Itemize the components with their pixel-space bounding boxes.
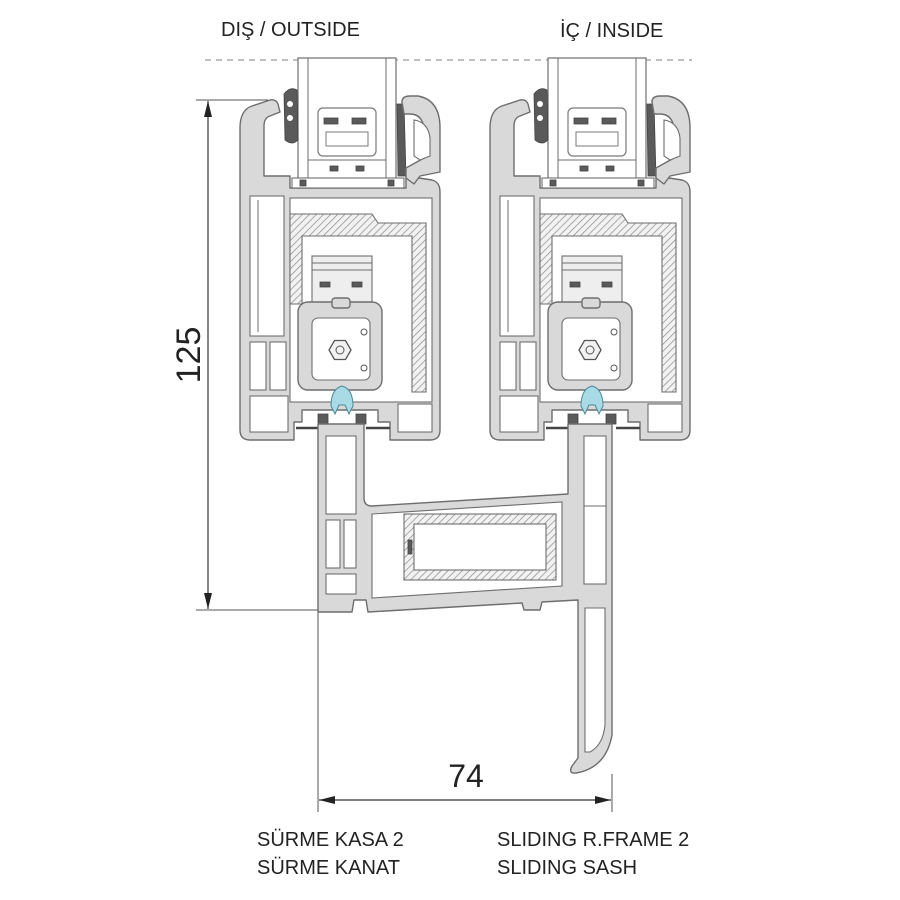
caption-sash-tr: SÜRME KANAT — [257, 857, 400, 879]
glazing-bead — [401, 95, 441, 185]
inside-label: İÇ / INSIDE — [560, 19, 663, 42]
sash-profile-left — [239, 57, 441, 441]
frame-chamber — [325, 435, 357, 515]
sliding-frame-profile — [317, 423, 613, 774]
outside-label: DIŞ / OUTSIDE — [221, 19, 360, 41]
hex-bolt-icon — [328, 339, 352, 361]
frame-chamber — [343, 519, 357, 569]
sash-chamber — [249, 195, 285, 337]
frame-extension-chamber — [584, 607, 606, 753]
frame-chamber — [325, 519, 341, 569]
sash-chamber — [249, 341, 267, 391]
frame-chamber — [325, 573, 357, 595]
frame-chamber — [583, 435, 607, 585]
caption-frame-en: SLIDING R.FRAME 2 — [497, 829, 689, 851]
caption-frame-tr: SÜRME KASA 2 — [257, 829, 404, 851]
roller-carriage — [297, 297, 383, 391]
sash-chamber — [397, 403, 433, 433]
width-dimension: 74 — [317, 612, 613, 812]
track-gasket — [330, 385, 354, 416]
height-dimension-value: 125 — [170, 327, 208, 384]
caption-sash-en: SLIDING SASH — [497, 857, 637, 879]
sash-chamber — [269, 341, 287, 391]
glazing-gasket-inner — [396, 103, 407, 177]
sash-chamber — [249, 395, 289, 433]
frame-body — [317, 423, 613, 774]
steel-reinforcement — [289, 213, 427, 393]
width-dimension-value: 74 — [448, 758, 484, 794]
sash-profile-right — [488, 56, 692, 442]
glass-unit — [297, 57, 397, 187]
height-dimension: 125 — [170, 99, 318, 611]
roller-housing — [311, 255, 373, 305]
setting-block — [291, 177, 405, 189]
